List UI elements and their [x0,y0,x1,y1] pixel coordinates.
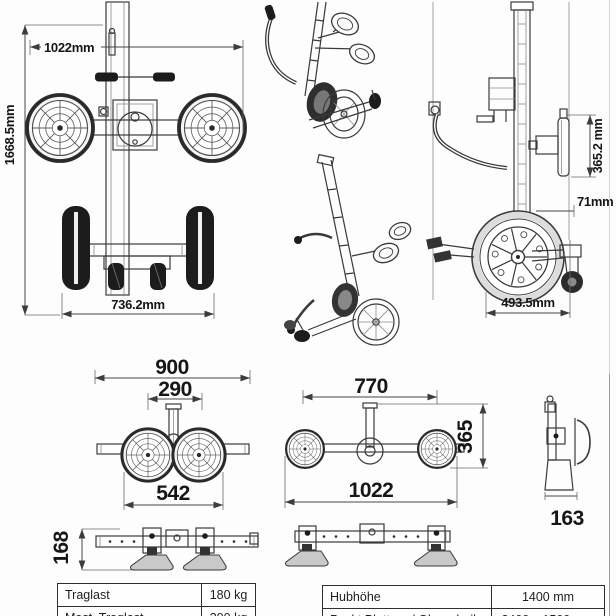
dim-side-base-depth: 493.5mm [485,240,571,318]
spec-table-load: Traglast 180 kg Mast. Traglast 300 kg [57,583,256,616]
suction-cup [171,427,227,483]
side-handle-arm [428,101,508,170]
front-width-label: 1022mm [44,40,94,55]
beam-clamps [142,527,215,555]
spec-label: Traglast [58,584,202,606]
beam-suction-feet [130,554,227,571]
spec-value: 2400 x 1500 mm [492,609,604,616]
cups-inner-width-label: 290 [158,378,192,401]
dim-cups-inner: 290 [147,378,203,410]
side-suction-pad-profile [528,108,570,177]
iso-suction-pads [330,12,376,65]
spec-label: Hubhöhe [323,586,492,608]
suction-cup [177,93,247,163]
handlebars [95,72,175,82]
cups-wide-view: 770 365 1022 [284,375,488,508]
table-row: Traglast 180 kg [58,584,255,606]
dim-front-height: 1668.5mm [2,24,103,316]
spec-value: 300 kg [202,607,255,616]
beam-side-view-center [249,523,458,567]
table-row: Packt Platten- / Glasscheiben 2400 x 150… [323,608,604,616]
dim-beam-height [78,528,140,571]
iso-wheels-upper [306,82,381,139]
suction-cup [416,428,458,470]
iso-suction-pads-lower [351,221,412,264]
iso-view-lower [284,153,412,346]
dim-wide-top: 770 [302,375,438,404]
side-carriage [476,77,516,123]
table-row: Hubhöhe 1400 mm [323,586,604,608]
front-view: 1022mm 1668.5mm 736.2mm [2,1,247,319]
dim-side-pad-offset: 71mm [536,194,614,217]
wide-height-label: 365 [454,419,477,453]
side-view: 365.2 mm 71mm 493.5mm [426,1,614,318]
dim-side-pad-height: 365.2 mm [566,114,605,178]
spec-label: Mast. Traglast [58,607,202,616]
side-wheel [472,211,564,303]
beam-height-label: 168 [50,530,73,564]
suction-cup [284,428,326,470]
spec-label: Packt Platten- / Glasscheiben [323,609,492,616]
iso-view-upper [264,1,381,139]
spec-value: 1400 mm [521,590,575,604]
cups-outer-width-label: 900 [155,356,189,379]
dim-wide-height: 365 [378,403,488,469]
side-pad-height-label: 365.2 mm [591,119,605,174]
suction-cup [25,93,95,163]
vacuum-housing [98,99,158,151]
wheel-axle-assembly [62,206,214,290]
cups-span-label: 542 [156,482,190,505]
wide-top-width-label: 770 [354,375,388,398]
suction-cup [120,427,176,483]
iso-wheels-lower [284,283,400,346]
dim-front-width: 1022mm [29,39,244,133]
beam-side-view-left: 168 [50,527,259,571]
side-left-outrigger [426,236,475,263]
spec-table-dimensions: Hubhöhe 1400 mm Packt Platten- / Glassch… [322,585,605,616]
dim-cups-span: 542 [123,472,224,510]
dim-cups-outer: 900 [94,356,251,384]
side-base-depth-label: 493.5mm [501,295,555,310]
dim-wide-bottom: 1022 [284,456,458,508]
dim-front-base-width: 736.2mm [61,293,215,319]
cup-side-view: 163 [544,395,591,530]
front-base-width-label: 736.2mm [111,297,165,312]
side-pad-offset-label: 71mm [577,194,613,209]
mast [105,1,130,296]
beam-bar [95,529,259,548]
table-row: Mast. Traglast 300 kg [58,606,255,616]
cup-side-depth-label: 163 [550,507,584,530]
cups-front-view: 900 290 542 [94,356,251,510]
spec-value: 180 kg [209,588,248,602]
wide-bottom-width-label: 1022 [349,479,394,502]
front-height-label: 1668.5mm [2,105,17,165]
